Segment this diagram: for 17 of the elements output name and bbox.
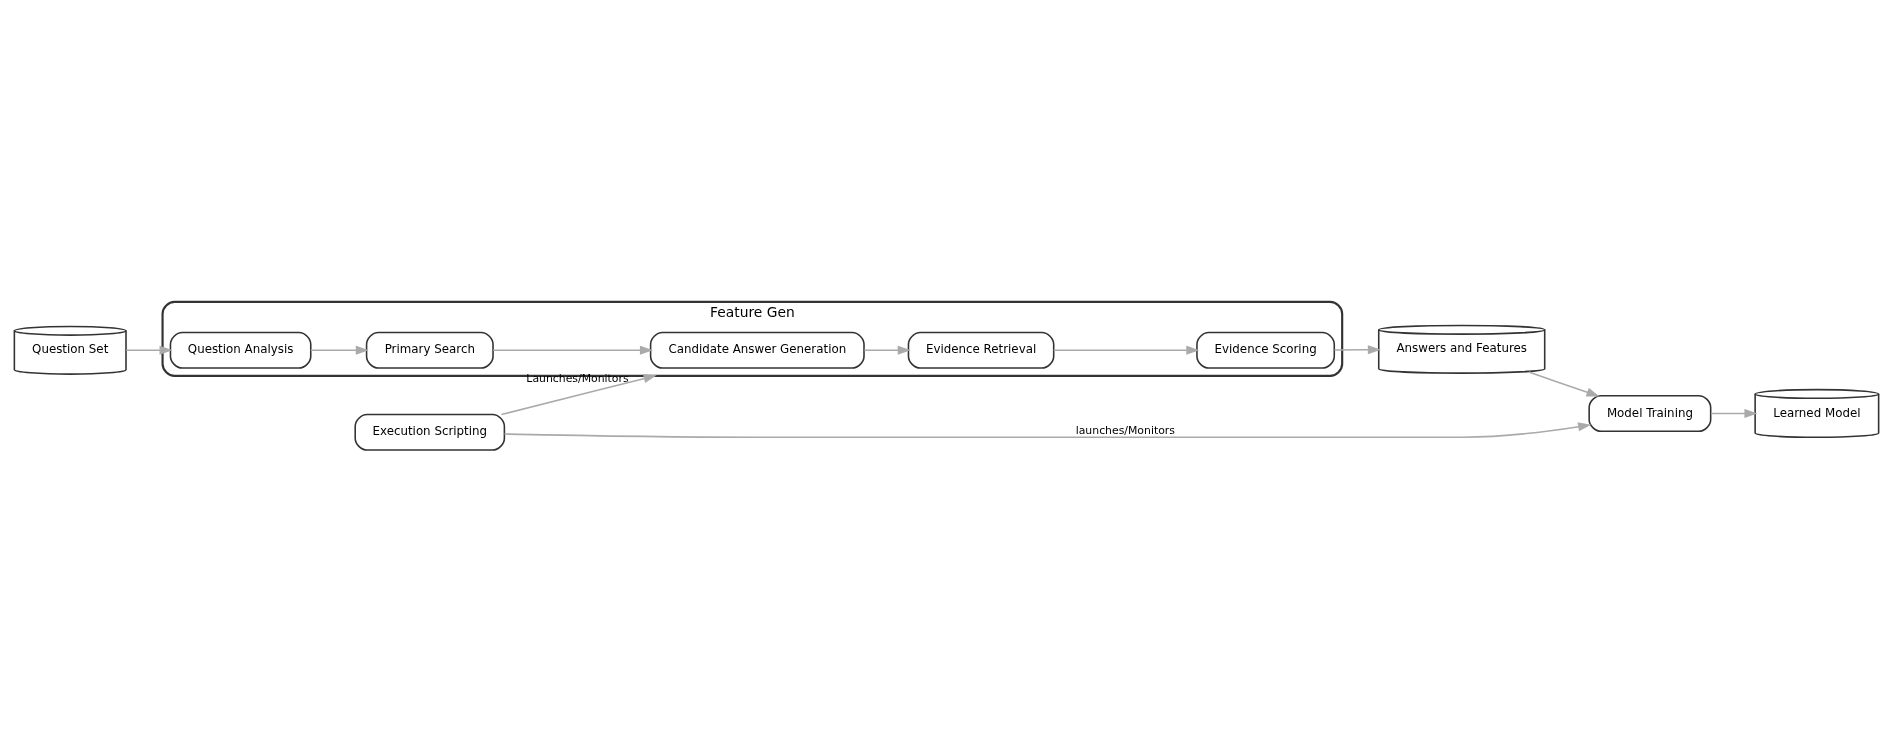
node-box: Primary Search [365, 331, 494, 369]
arrow [863, 345, 911, 355]
node-box: Evidence Scoring [1196, 331, 1336, 369]
arrow [1052, 345, 1200, 355]
arrow [1528, 370, 1600, 397]
edge-label: launches/Monitors [1075, 423, 1175, 437]
arrow [1333, 344, 1381, 354]
arrow [492, 345, 653, 355]
node-box: Question Analysis [169, 331, 312, 369]
arrow [503, 421, 1592, 438]
arrow [125, 345, 173, 355]
node-box: Execution Scripting [354, 413, 506, 451]
node-box: Evidence Retrieval [907, 331, 1055, 369]
node-box: Candidate Answer Generation [649, 331, 865, 369]
arrow [309, 345, 369, 355]
node-box: Model Training [1588, 394, 1712, 432]
arrow [1710, 408, 1758, 418]
